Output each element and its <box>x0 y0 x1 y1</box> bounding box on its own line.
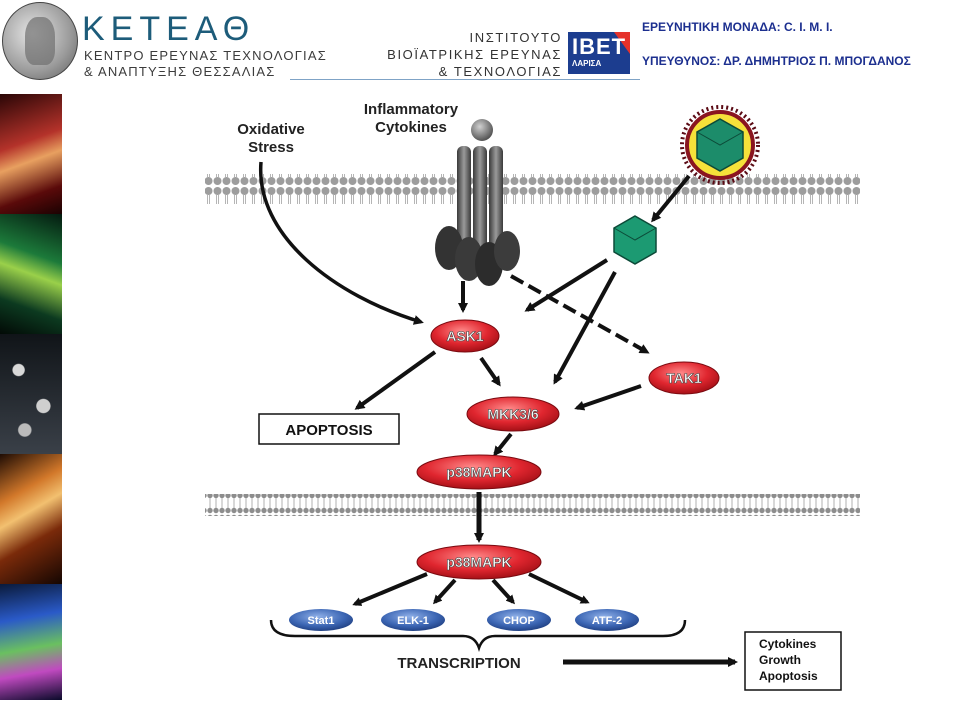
node-ask1: ASK1 <box>430 319 500 353</box>
ibet-triangle-icon <box>614 32 630 54</box>
institute-line-1: ΙΝΣΤΙΤΟΥΤΟ <box>469 30 562 45</box>
cell-membrane <box>205 174 860 204</box>
ibet-logo: IBET ΛΑΡΙΣΑ <box>568 32 630 74</box>
node-p38-bottom-label: p38MAPK <box>446 554 511 570</box>
tf-chop-label: CHOP <box>503 615 535 627</box>
cytokine-receptor-icon <box>435 146 520 286</box>
arrow-oxidative-ask1 <box>259 161 424 325</box>
cytokines-label-2: Cytokines <box>375 119 447 136</box>
side-image-1 <box>0 94 62 214</box>
arrow-p38-stat1 <box>352 572 428 606</box>
cytokines-label-1: Inflammatory <box>364 101 459 118</box>
oxidative-stress-label-1: Oxidative <box>237 121 305 138</box>
header-divider <box>290 79 640 80</box>
node-tak1-label: TAK1 <box>666 370 702 386</box>
tf-stat1-label: Stat1 <box>308 615 335 627</box>
side-image-2 <box>0 214 62 334</box>
apoptosis-box: APOPTOSIS <box>258 413 400 445</box>
ibet-logo-text: IBET <box>572 34 627 59</box>
node-mkk-label: MKK3/6 <box>487 406 539 422</box>
transcription-label: TRANSCRIPTION <box>397 655 520 672</box>
org-subtitle-2: & ΑΝΑΠΤΥΞΗΣ ΘΕΣΣΑΛΙΑΣ <box>84 64 276 79</box>
pathway-svg: Oxidative Stress Inflammatory Cytokines … <box>205 101 860 691</box>
node-p38-top-label: p38MAPK <box>446 464 511 480</box>
output-cytokines: Cytokines <box>759 637 817 651</box>
arrow-mkk-p38 <box>493 432 513 457</box>
arrow-capsid-mkk <box>553 271 617 385</box>
org-name: ΚΕΤΕΑΘ <box>82 10 256 48</box>
tf-chop: CHOP <box>487 609 551 631</box>
tf-elk1: ELK-1 <box>381 609 445 631</box>
side-image-4 <box>0 454 62 584</box>
side-image-3 <box>0 334 62 454</box>
arrow-virus-capsid <box>651 174 691 223</box>
viral-capsid-icon <box>613 215 657 265</box>
side-image-strip <box>0 94 62 700</box>
arrow-ask1-apoptosis <box>354 350 437 410</box>
tf-stat1: Stat1 <box>289 609 353 631</box>
tf-atf2: ATF-2 <box>575 609 639 631</box>
node-p38mapk-nucleus: p38MAPK <box>416 544 542 580</box>
tf-elk1-label: ELK-1 <box>397 615 429 627</box>
apoptosis-box-label: APOPTOSIS <box>285 422 372 439</box>
cytokine-ligand-icon <box>471 119 493 141</box>
p38-mapk-pathway-diagram: Oxidative Stress Inflammatory Cytokines … <box>195 96 865 700</box>
tf-atf2-label: ATF-2 <box>592 615 622 627</box>
virus-particle-icon <box>680 105 760 185</box>
output-apoptosis: Apoptosis <box>759 669 818 683</box>
node-p38mapk-cytoplasm: p38MAPK <box>416 454 542 490</box>
institute-line-2: ΒΙΟΪΑΤΡΙΚΗΣ ΕΡΕΥΝΑΣ <box>387 47 562 62</box>
arrow-p38-chop <box>491 578 516 605</box>
responsible-label: ΥΠΕΥΘΥΝΟΣ: ΔΡ. ΔΗΜΗΤΡΙΟΣ Π. ΜΠΟΓΔΑΝΟΣ <box>642 54 911 68</box>
output-box: Cytokines Growth Apoptosis <box>744 631 842 691</box>
side-image-5 <box>0 584 62 700</box>
arrow-p38-atf2 <box>528 572 590 604</box>
arrow-capsid-ask1 <box>524 258 609 312</box>
transcription-brace <box>269 619 687 652</box>
coin-logo-icon <box>2 2 78 80</box>
org-subtitle-1: ΚΕΝΤΡΟ ΕΡΕΥΝΑΣ ΤΕΧΝΟΛΟΓΙΑΣ <box>84 48 327 63</box>
arrow-tak1-mkk <box>574 384 642 411</box>
node-tak1: TAK1 <box>648 361 720 395</box>
oxidative-stress-label-2: Stress <box>248 139 294 156</box>
arrow-ask1-mkk <box>479 356 501 387</box>
unit-label: ΕΡΕΥΝΗΤΙΚΗ ΜΟΝΑΔΑ: C. I. M. I. <box>642 20 833 34</box>
ibet-city: ΛΑΡΙΣΑ <box>572 59 602 68</box>
header: ΚΕΤΕΑΘ ΚΕΝΤΡΟ ΕΡΕΥΝΑΣ ΤΕΧΝΟΛΟΓΙΑΣ & ΑΝΑΠ… <box>0 0 960 88</box>
output-growth: Growth <box>759 653 801 667</box>
node-mkk3-6: MKK3/6 <box>466 396 560 432</box>
arrow-p38-elk1 <box>432 578 457 605</box>
arrow-receptor-tak1 <box>510 274 650 354</box>
node-ask1-label: ASK1 <box>446 328 484 344</box>
institute-line-3: & ΤΕΧΝΟΛΟΓΙΑΣ <box>438 64 562 79</box>
nuclear-membrane <box>205 494 860 516</box>
